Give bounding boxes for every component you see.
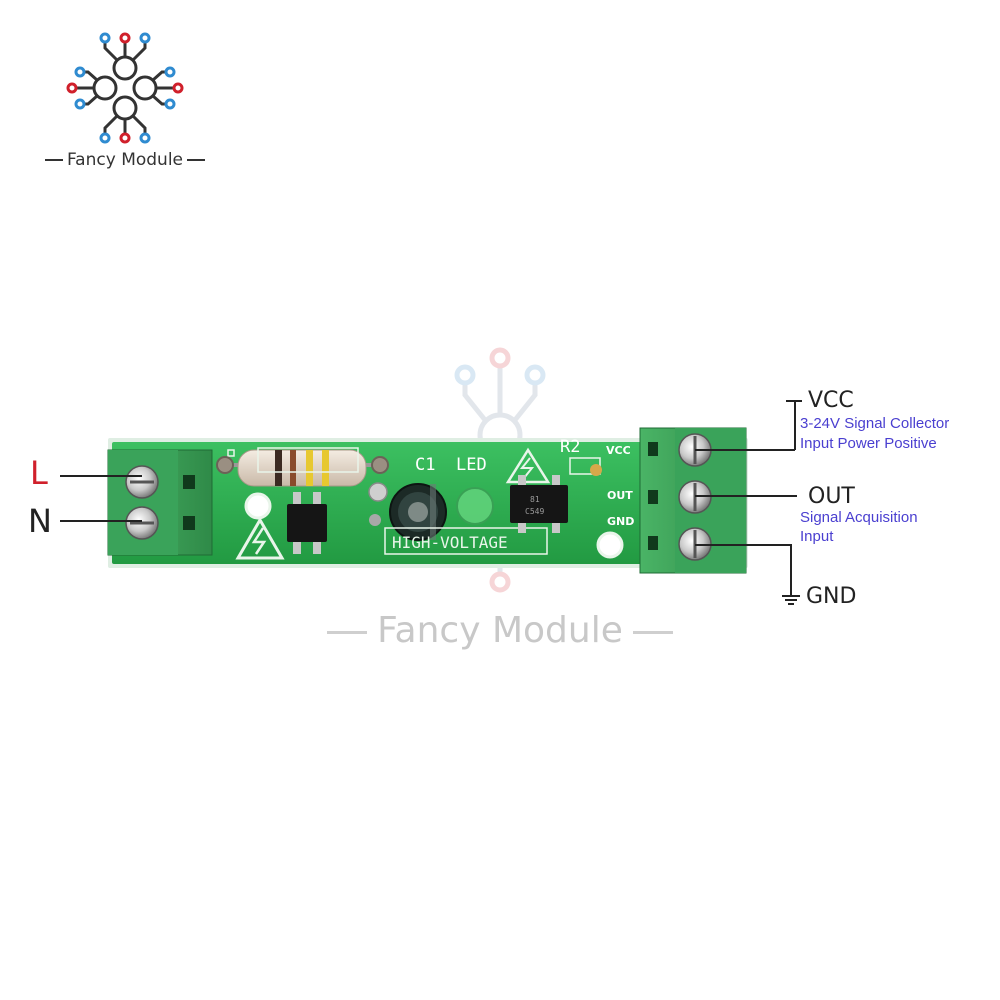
silk-r2: R2	[560, 437, 580, 457]
gnd-symbol-2	[785, 599, 797, 601]
gnd-line	[695, 544, 792, 546]
input-l-label: L	[30, 454, 48, 492]
input-terminal-block	[107, 449, 213, 556]
input-n-line	[60, 520, 142, 522]
chip-mark-top: 81	[530, 495, 540, 504]
gnd-symbol-1	[782, 595, 800, 597]
input-l-line	[60, 475, 142, 477]
brand-name: Fancy Module	[66, 150, 184, 170]
silk-out: OUT	[607, 489, 633, 502]
vcc-bracket-cap	[786, 400, 802, 402]
output-terminal-block	[639, 427, 747, 574]
brand-label: Fancy Module	[20, 150, 230, 170]
out-description-1: Signal Acquisition	[800, 509, 918, 526]
out-pin-label: OUT	[808, 484, 855, 509]
capacitor-c1	[389, 483, 447, 541]
silk-high-voltage: HIGH-VOLTAGE	[392, 533, 508, 552]
vcc-line	[695, 449, 795, 451]
silk-vcc: VCC	[606, 444, 631, 457]
silk-gnd: GND	[607, 515, 634, 528]
vcc-description-2: Input Power Positive	[800, 435, 937, 452]
vcc-bracket	[794, 400, 796, 450]
input-n-label: N	[28, 502, 52, 540]
power-resistor	[216, 449, 389, 487]
led-indicator	[456, 487, 494, 525]
out-description-2: Input	[800, 528, 834, 545]
gnd-drop	[790, 544, 792, 596]
optocoupler-chip: 81 C549	[510, 475, 568, 533]
watermark-name: Fancy Module	[377, 610, 623, 651]
chip-mark-code: C549	[525, 507, 544, 516]
silk-c1: C1	[415, 455, 435, 475]
fancy-module-logo-icon	[66, 32, 184, 144]
gnd-pin-label: GND	[806, 584, 857, 609]
vcc-pin-label: VCC	[808, 388, 854, 413]
silk-led: LED	[456, 455, 487, 475]
out-line	[695, 495, 797, 497]
vcc-description-1: 3-24V Signal Collector	[800, 415, 950, 432]
gnd-symbol-3	[788, 603, 794, 605]
watermark-label: Fancy Module	[300, 610, 700, 651]
ac-detector-board: C1 LED HIGH-VOLTAGE 81 C549 R2 VCC OUT G…	[107, 427, 748, 574]
